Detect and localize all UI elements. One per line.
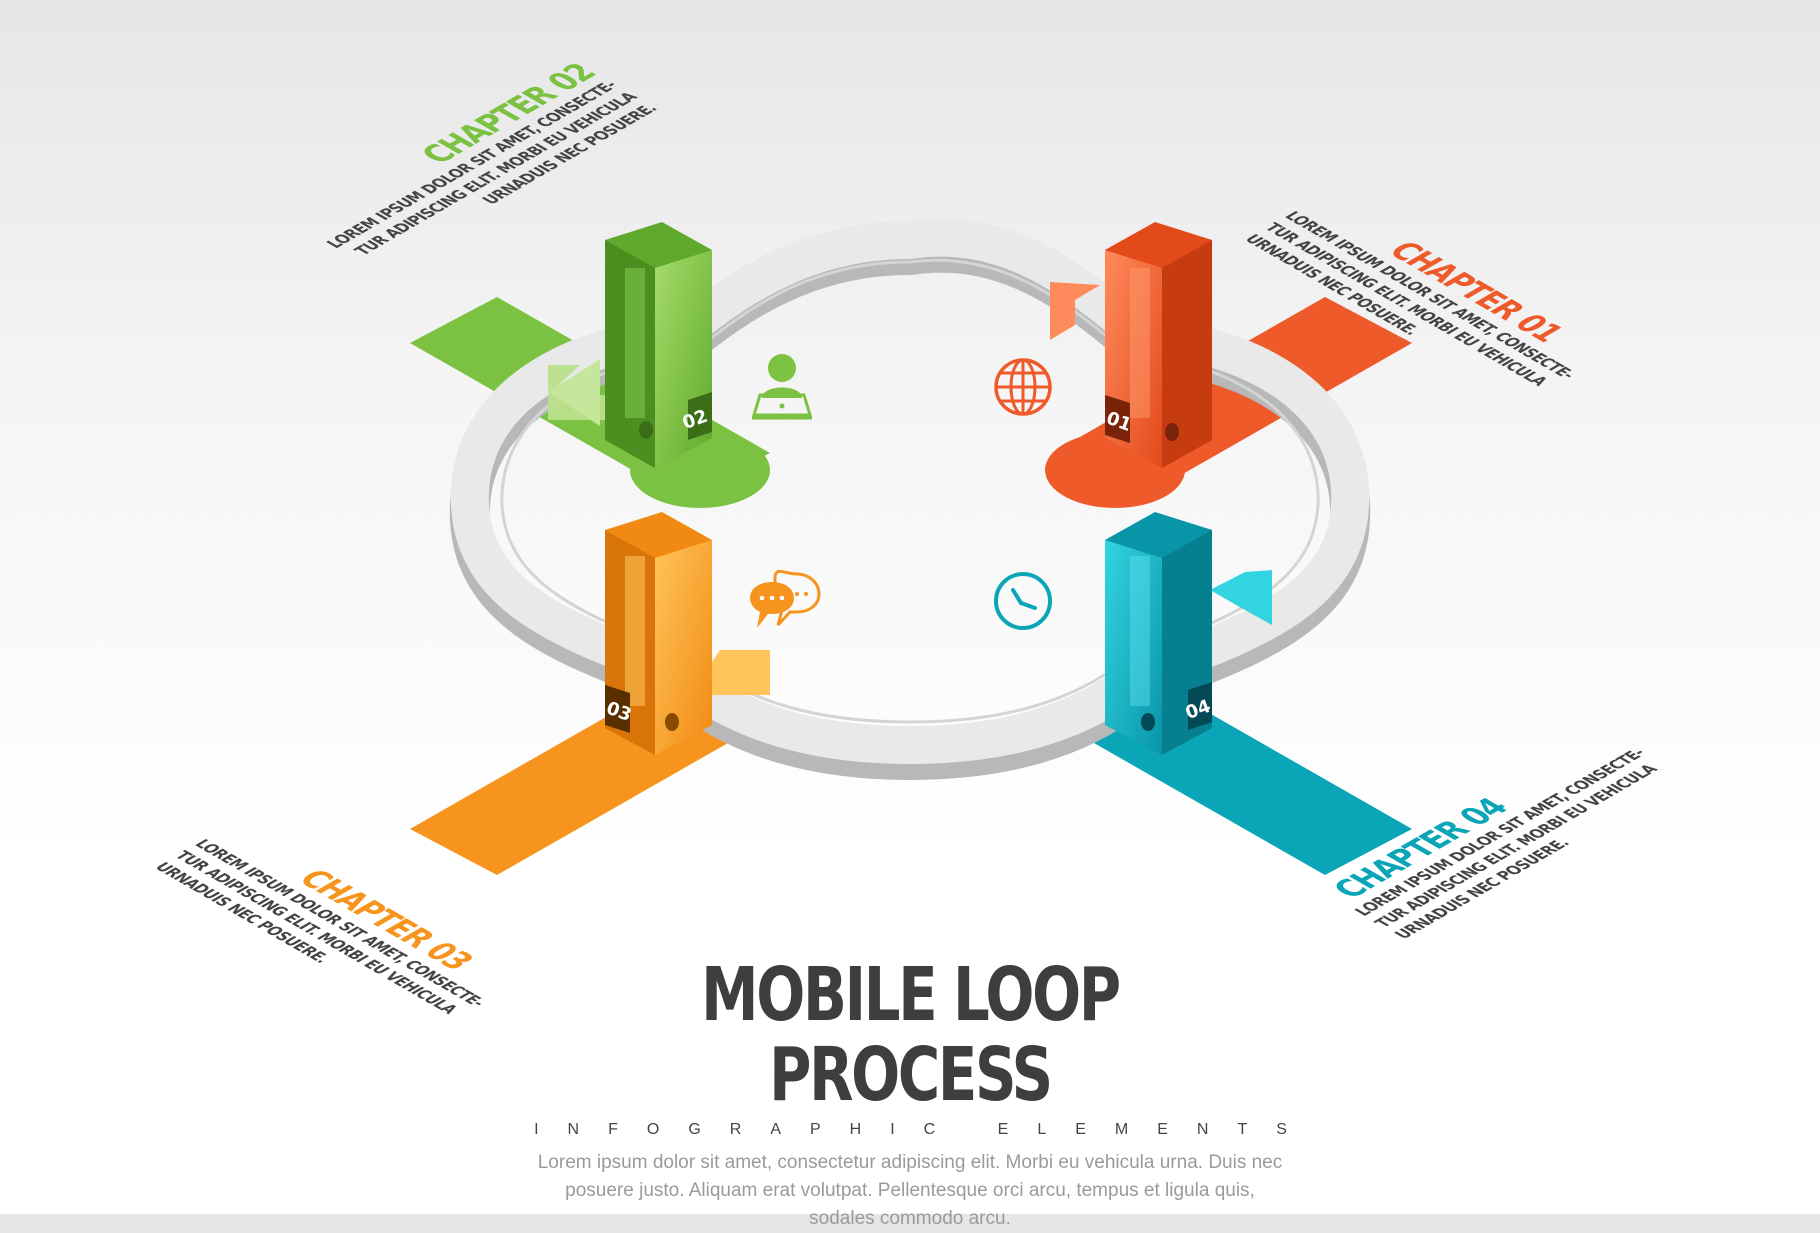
arrow-02-tip <box>548 359 600 426</box>
main-title: MOBILE LOOP PROCESS <box>701 952 1121 1118</box>
arrow-04 <box>1210 570 1272 625</box>
clock-icon <box>994 572 1052 630</box>
user-laptop-icon <box>751 354 813 420</box>
description: Lorem ipsum dolor sit amet, consectetur … <box>537 1152 1283 1229</box>
globe-icon <box>994 358 1052 416</box>
phone-03: 03 <box>604 512 712 755</box>
chat-bubbles-icon <box>750 569 821 628</box>
phone-02: 02 <box>605 222 712 468</box>
subtitle: INFOGRAPHIC ELEMENTS <box>534 1121 1316 1138</box>
title-block: MOBILE LOOP PROCESS INFOGRAPHIC ELEMENTS… <box>460 955 1360 1233</box>
phone-01: 01 <box>1104 222 1212 468</box>
arrow-01 <box>1050 282 1100 340</box>
loop-track-top <box>450 218 1370 764</box>
phone-04: 04 <box>1105 512 1213 755</box>
loop-track-side <box>449 232 1371 780</box>
